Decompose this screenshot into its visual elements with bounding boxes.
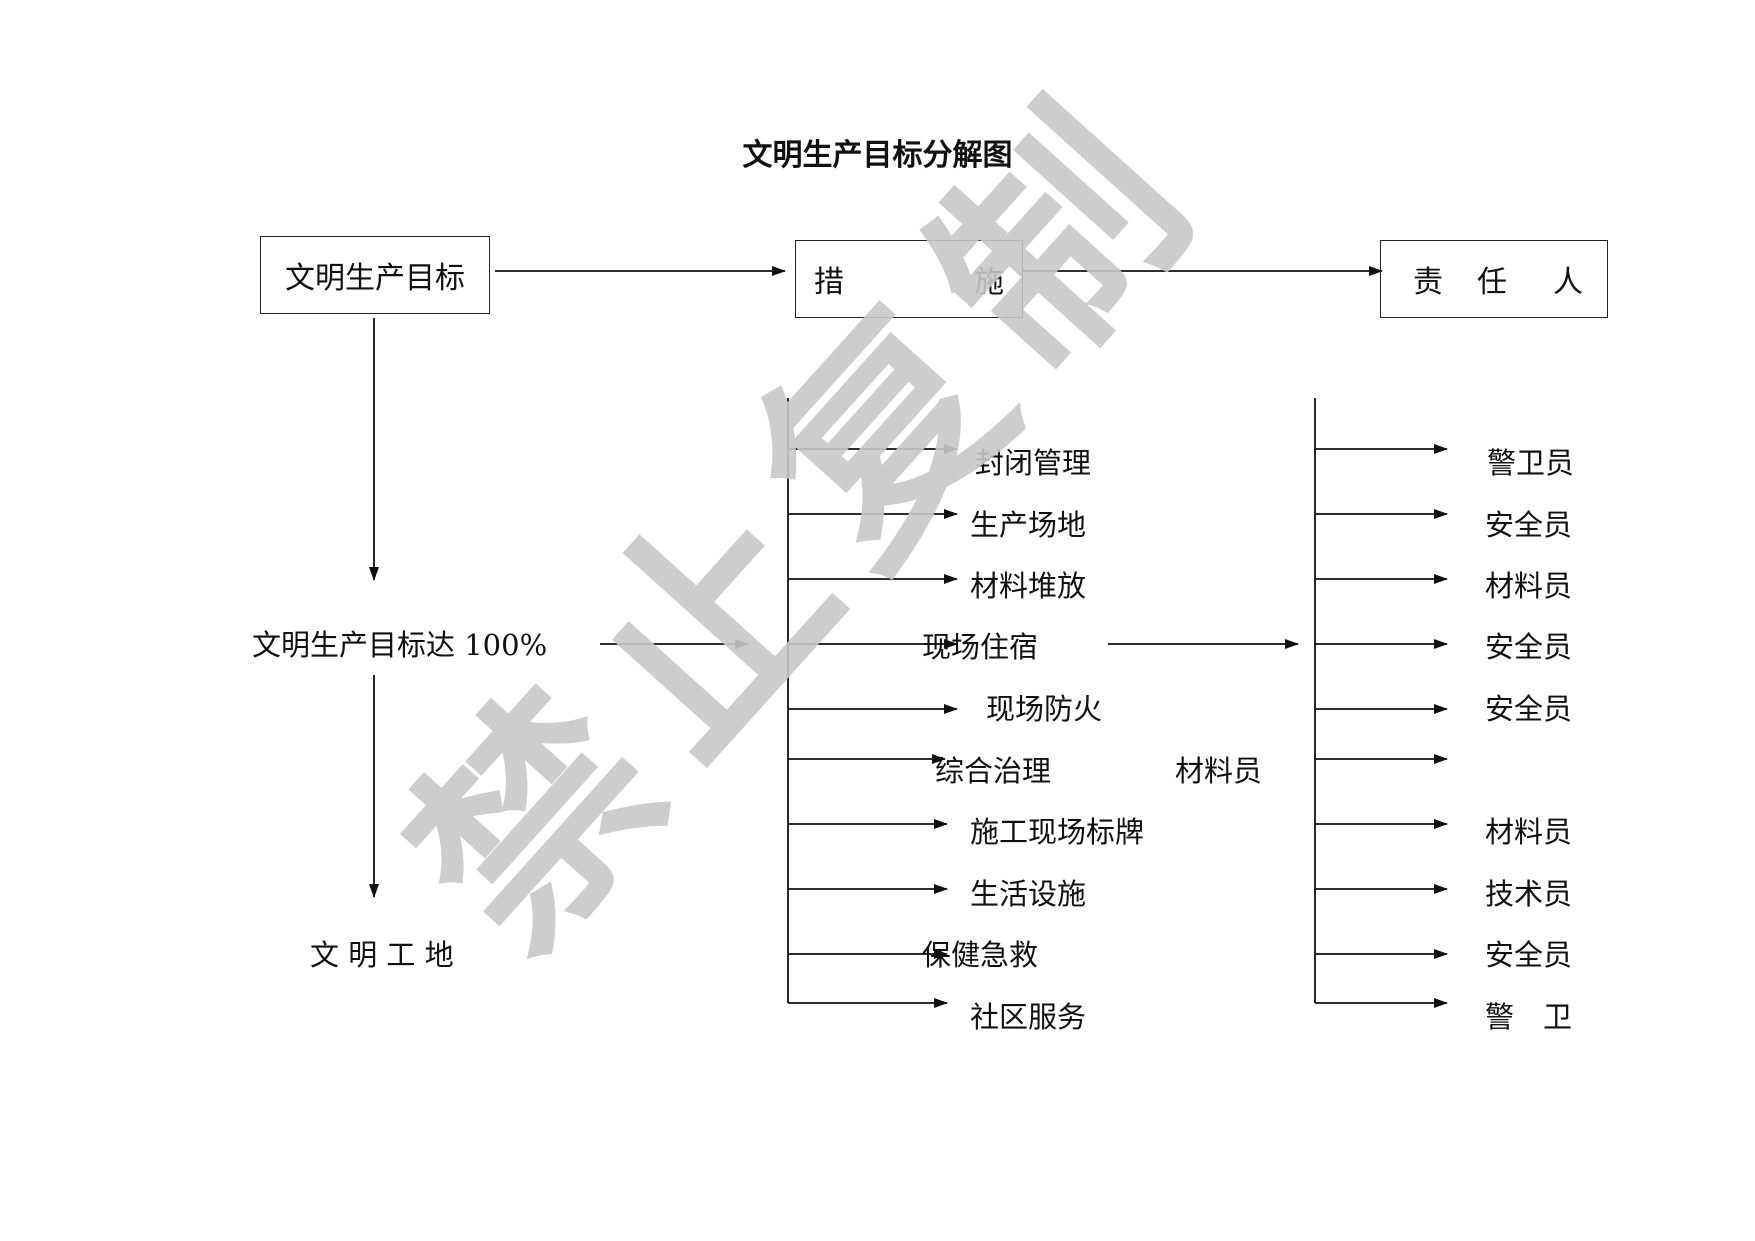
responsible-label: 安全员 [1485,692,1573,726]
extra-middle-label: 材料员 [1175,754,1263,788]
responsible-label: 安全员 [1485,630,1573,664]
measure-label: 现场住宿 [922,630,1039,664]
measure-label: 施工现场标牌 [970,815,1145,849]
site-label: 文 明 工 地 [310,938,454,972]
responsible-label: 材料员 [1485,815,1573,849]
responsible-label: 警卫员 [1487,446,1575,480]
responsible-box: 责 任 人 [1380,240,1608,318]
page-title: 文明生产目标分解图 [742,138,1013,173]
measures-box-label-a: 措 [814,265,844,300]
measures-box: 措 施 [795,240,1023,318]
measure-label: 社区服务 [970,1000,1087,1034]
measure-label: 生活设施 [970,877,1087,911]
goal-box-label: 文明生产目标 [285,261,465,296]
responsible-label: 材料员 [1485,569,1573,603]
goal-box: 文明生产目标 [260,236,490,314]
measure-label: 封闭管理 [975,446,1092,480]
responsible-box-label-c: 人 [1553,265,1583,300]
responsible-label: 警 卫 [1485,1000,1573,1034]
measures-box-label-b: 施 [974,265,1004,300]
responsible-box-label-b: 任 [1477,265,1507,300]
measure-label: 生产场地 [970,508,1087,542]
watermark-text: 禁止复制 [360,43,1257,997]
measure-label: 材料堆放 [970,569,1087,603]
responsible-label: 技术员 [1485,877,1573,911]
responsible-label: 安全员 [1485,938,1573,972]
measure-label: 综合治理 [935,754,1052,788]
responsible-label: 安全员 [1485,508,1573,542]
measure-label: 现场防火 [986,692,1103,726]
responsible-box-label-a: 责 [1413,265,1443,300]
target-label: 文明生产目标达 100% [252,628,548,662]
